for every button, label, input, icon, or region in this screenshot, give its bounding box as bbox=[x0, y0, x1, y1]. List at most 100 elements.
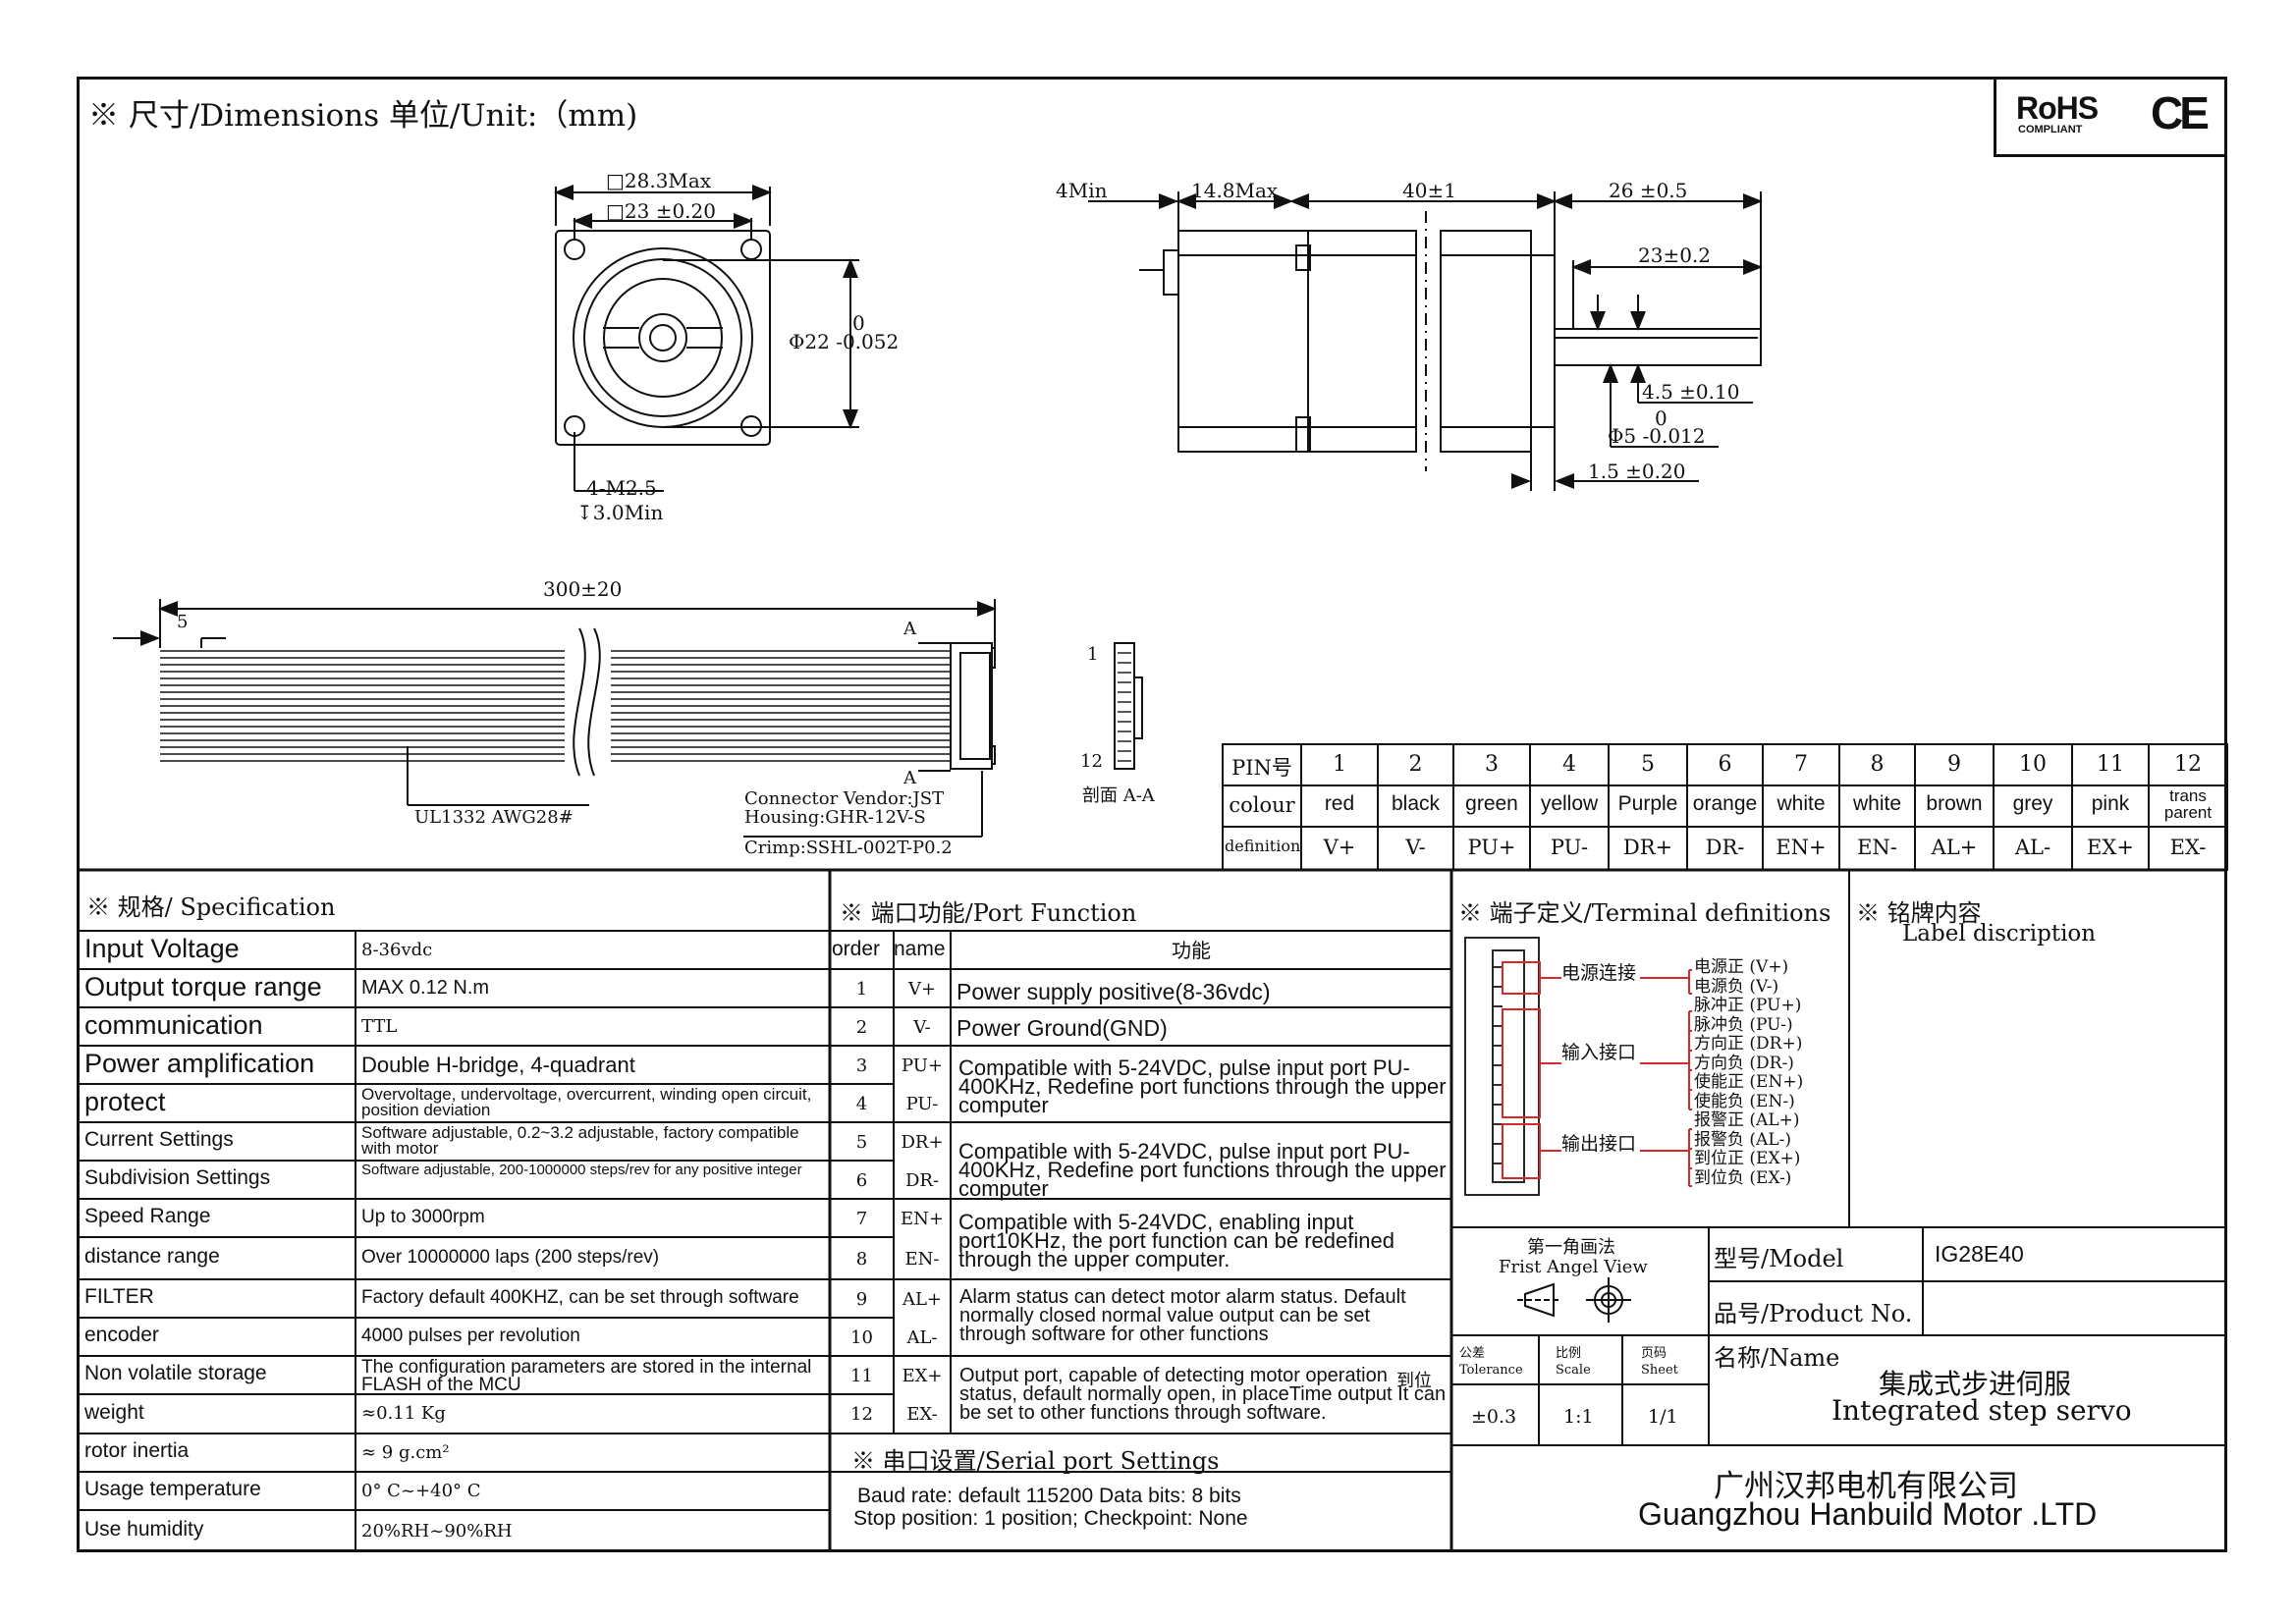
port-order: 11 bbox=[850, 1365, 873, 1386]
port-order: 9 bbox=[855, 1288, 868, 1310]
dim-outer-size: □28.3Max bbox=[606, 169, 712, 192]
port-name: EN- bbox=[904, 1248, 940, 1270]
rohs-logo: RoHS COMPLIANT bbox=[2016, 90, 2110, 139]
spec-value: TTL bbox=[361, 1015, 398, 1037]
lower-section-grid bbox=[77, 868, 2227, 1552]
port-order: 7 bbox=[855, 1208, 868, 1229]
section-pin-first: 1 bbox=[1087, 644, 1099, 665]
spec-label: Subdivision Settings bbox=[84, 1166, 271, 1189]
terminal-line: 报警负 (AL-) bbox=[1694, 1129, 1791, 1150]
port-name: EX- bbox=[906, 1404, 938, 1425]
dim-shaft-diameter: Φ5 -0.012 bbox=[1608, 424, 1706, 448]
pin-number: 7 bbox=[1794, 752, 1808, 777]
port-name: DR+ bbox=[901, 1131, 944, 1153]
spec-value: 0° C~+40° C bbox=[361, 1480, 481, 1501]
port-func-in-place-overlap: 到位 bbox=[1396, 1371, 1432, 1391]
pin-definition: EN- bbox=[1857, 836, 1897, 859]
dim-4min: 4Min bbox=[1056, 179, 1108, 202]
port-order: 4 bbox=[855, 1093, 868, 1114]
pin-number: 1 bbox=[1333, 752, 1346, 777]
port-func-in-place: Output port, capable of detecting motor … bbox=[959, 1365, 1447, 1424]
spec-label: distance range bbox=[84, 1245, 220, 1268]
side-view bbox=[1088, 191, 1763, 491]
label-desc-subtitle: Label discription bbox=[1902, 921, 2097, 947]
port-name: V+ bbox=[907, 978, 937, 1000]
sheet-value: 1/1 bbox=[1648, 1406, 1678, 1428]
pin-colour: white bbox=[1852, 792, 1902, 815]
port-func-v-minus: Power Ground(GND) bbox=[957, 1015, 1168, 1041]
section-title-dimensions: ※ 尺寸/Dimensions 单位/Unit:（mm) bbox=[88, 98, 638, 134]
section-mark-top: A bbox=[903, 619, 916, 639]
terminal-line: 到位负 (EX-) bbox=[1694, 1167, 1792, 1188]
spec-value: The configuration parameters are stored … bbox=[361, 1357, 812, 1395]
first-angle-symbol bbox=[1517, 1277, 1631, 1323]
terminal-line: 脉冲正 (PU+) bbox=[1694, 996, 1802, 1015]
port-title: ※ 端口功能/Port Function bbox=[840, 899, 1137, 927]
connector-vendor: Connector Vendor:JST bbox=[744, 788, 945, 809]
spec-label: Input Voltage bbox=[84, 934, 240, 963]
port-order: 12 bbox=[850, 1404, 873, 1425]
pin-colour: red bbox=[1324, 792, 1355, 815]
pin-definition: EX- bbox=[2169, 836, 2207, 859]
connector-crimp: Crimp:SSHL-002T-P0.2 bbox=[744, 838, 953, 858]
terminal-group-input: 输入接口 bbox=[1561, 1042, 1637, 1063]
product-name-en: Integrated step servo bbox=[1831, 1394, 2132, 1427]
model-label: 型号/Model bbox=[1714, 1245, 1844, 1272]
port-name: EN+ bbox=[901, 1208, 944, 1229]
pin-colour: green bbox=[1465, 792, 1518, 815]
port-order: 3 bbox=[855, 1055, 868, 1076]
spec-value: Overvoltage, undervoltage, overcurrent, … bbox=[361, 1085, 812, 1119]
connector-housing: Housing:GHR-12V-S bbox=[744, 807, 926, 828]
spec-label: rotor inertia bbox=[84, 1439, 190, 1462]
pin-number: 8 bbox=[1870, 752, 1885, 777]
dim-pilot-diameter: Φ22 -0.052 bbox=[789, 330, 900, 353]
spec-label: FILTER bbox=[84, 1285, 154, 1308]
spec-value: MAX 0.12 N.m bbox=[361, 976, 490, 999]
rohs-compliant-text: COMPLIANT bbox=[2018, 124, 2083, 135]
terminal-line: 脉冲负 (PU-) bbox=[1694, 1014, 1793, 1035]
spec-label: weight bbox=[84, 1400, 144, 1424]
dim-pilot-tol-upper: 0 bbox=[852, 311, 865, 335]
sheet-label-cn: 页码 bbox=[1641, 1346, 1667, 1361]
port-func-alarm: Alarm status can detect motor alarm stat… bbox=[959, 1286, 1406, 1345]
terminal-group-output: 输出接口 bbox=[1561, 1133, 1637, 1155]
dim-shaft-length: 26 ±0.5 bbox=[1609, 179, 1688, 202]
terminal-line: 方向负 (DR-) bbox=[1694, 1053, 1794, 1073]
pin-table-grid bbox=[1222, 743, 2228, 871]
company-name-en: Guangzhou Hanbuild Motor .LTD bbox=[1638, 1496, 2098, 1532]
section-mark-bottom: A bbox=[903, 768, 916, 788]
port-func-v-plus: Power supply positive(8-36vdc) bbox=[957, 979, 1271, 1004]
pin-definition: V+ bbox=[1323, 836, 1356, 859]
pin-colour: orange bbox=[1692, 792, 1758, 815]
pin-definition: V- bbox=[1405, 836, 1426, 859]
pin-definition: PU+ bbox=[1467, 836, 1516, 859]
spec-value: 4000 pulses per revolution bbox=[361, 1325, 580, 1346]
pin-colour: black bbox=[1391, 792, 1441, 815]
spec-label: encoder bbox=[84, 1324, 159, 1346]
cable-drawing bbox=[113, 599, 1143, 838]
ce-mark: CE bbox=[2151, 87, 2210, 138]
port-head-order: order bbox=[832, 938, 881, 960]
port-name: V- bbox=[913, 1016, 931, 1038]
tolerance-label-en: Tolerance bbox=[1459, 1363, 1523, 1378]
pin-definition: AL+ bbox=[1931, 836, 1978, 859]
port-order: 10 bbox=[850, 1326, 873, 1348]
port-name: AL+ bbox=[902, 1288, 943, 1310]
port-head-function: 功能 bbox=[1172, 939, 1211, 962]
section-pin-last: 12 bbox=[1080, 751, 1103, 772]
terminal-line: 报警正 (AL+) bbox=[1694, 1110, 1800, 1130]
angle-projection-en: Frist Angel View bbox=[1499, 1257, 1648, 1277]
pin-definition: DR- bbox=[1705, 836, 1745, 859]
port-name: EX+ bbox=[902, 1365, 943, 1386]
dim-boss-height: 1.5 ±0.20 bbox=[1588, 460, 1686, 483]
dim-body-length: 40±1 bbox=[1402, 179, 1456, 202]
port-order: 5 bbox=[855, 1131, 868, 1153]
pin-table-row-label: definition bbox=[1225, 837, 1301, 855]
pin-colour: pink bbox=[2091, 792, 2130, 815]
port-func-pulse: Compatible with 5-24VDC, pulse input por… bbox=[958, 1055, 1447, 1117]
company-name-cn: 广州汉邦电机有限公司 bbox=[1714, 1469, 2018, 1504]
pin-number: 10 bbox=[2019, 752, 2047, 777]
port-order: 1 bbox=[855, 978, 868, 1000]
port-order: 8 bbox=[855, 1248, 868, 1270]
